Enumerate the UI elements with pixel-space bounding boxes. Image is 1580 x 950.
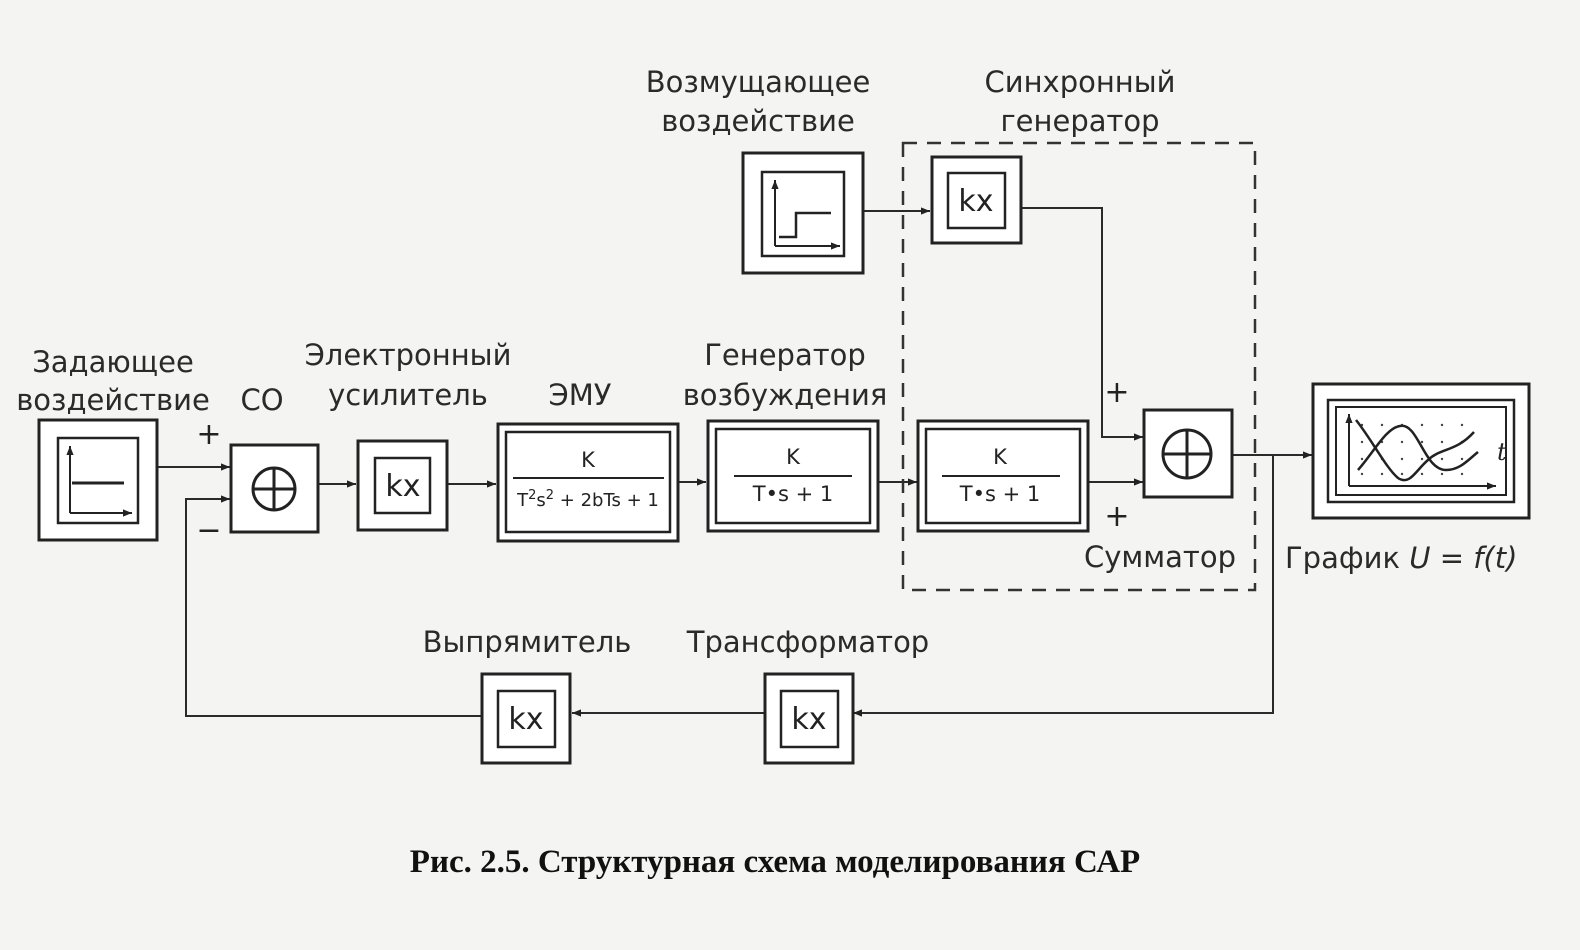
summator-label: Сумматор — [1084, 540, 1236, 574]
disturbance-label-line1: Возмущающее — [646, 65, 871, 99]
transformer-inner — [779, 689, 840, 749]
graph-label: График U = f(t) — [1285, 541, 1517, 575]
rectifier-gain-text: kx — [508, 702, 543, 737]
amplifier-label-line2: усилитель — [328, 378, 488, 412]
exciter-label-line2: возбуждения — [683, 378, 888, 412]
setpoint-step-block — [37, 418, 159, 542]
wire-feedback-to-transformer — [853, 455, 1274, 717]
figure-caption: Рис. 2.5. Структурная схема моделировани… — [410, 844, 1140, 880]
emu-denominator: T2s2 + 2bTs + 1 — [516, 488, 659, 512]
amplifier-inner — [373, 456, 432, 515]
sync-generator-numerator: K — [993, 445, 1008, 469]
summator-plus-top: + — [1104, 375, 1129, 410]
comparator-sum-block — [229, 443, 320, 534]
disturbance-gain-inner — [946, 171, 1007, 230]
transformer-gain-text: kx — [791, 702, 826, 737]
disturbance-step-block — [741, 151, 865, 275]
exciter-label-line1: Генератор — [704, 338, 866, 372]
emu-label: ЭМУ — [549, 378, 612, 412]
co-minus-sign: − — [196, 513, 221, 548]
setpoint-label-line1: Задающее — [32, 345, 194, 379]
graph-block — [1311, 382, 1531, 520]
exciter-denominator: T•s + 1 — [752, 482, 833, 506]
transformer-label: Трансформатор — [686, 625, 929, 659]
summator-block — [1142, 408, 1234, 499]
graph-dot-grid — [1360, 423, 1464, 476]
summator-plus-bottom: + — [1104, 499, 1129, 534]
graph-axis-t: t — [1497, 438, 1507, 466]
wire-rectifier-to-co — [185, 495, 482, 717]
co-plus-sign: + — [196, 417, 221, 452]
setpoint-label-line2: воздействие — [16, 383, 210, 417]
amplifier-label-line1: Электронный — [305, 338, 512, 372]
rectifier-inner — [496, 689, 557, 749]
disturbance-label-line2: воздействие — [661, 104, 855, 138]
comparator-label: СО — [240, 383, 283, 417]
wire-gain-to-sum — [1021, 207, 1143, 441]
exciter-numerator: K — [786, 445, 801, 469]
amplifier-gain-text: kx — [385, 469, 420, 504]
emu-numerator: K — [581, 448, 596, 472]
sync-generator-label-line2: генератор — [1000, 104, 1159, 138]
sync-generator-label-line1: Синхронный — [984, 65, 1175, 99]
emu-inner — [504, 430, 672, 534]
sync-generator-group-outline — [901, 141, 1257, 592]
disturbance-gain-text: kx — [958, 184, 993, 219]
rectifier-label: Выпрямитель — [423, 625, 632, 659]
sync-generator-denominator: T•s + 1 — [959, 482, 1040, 506]
